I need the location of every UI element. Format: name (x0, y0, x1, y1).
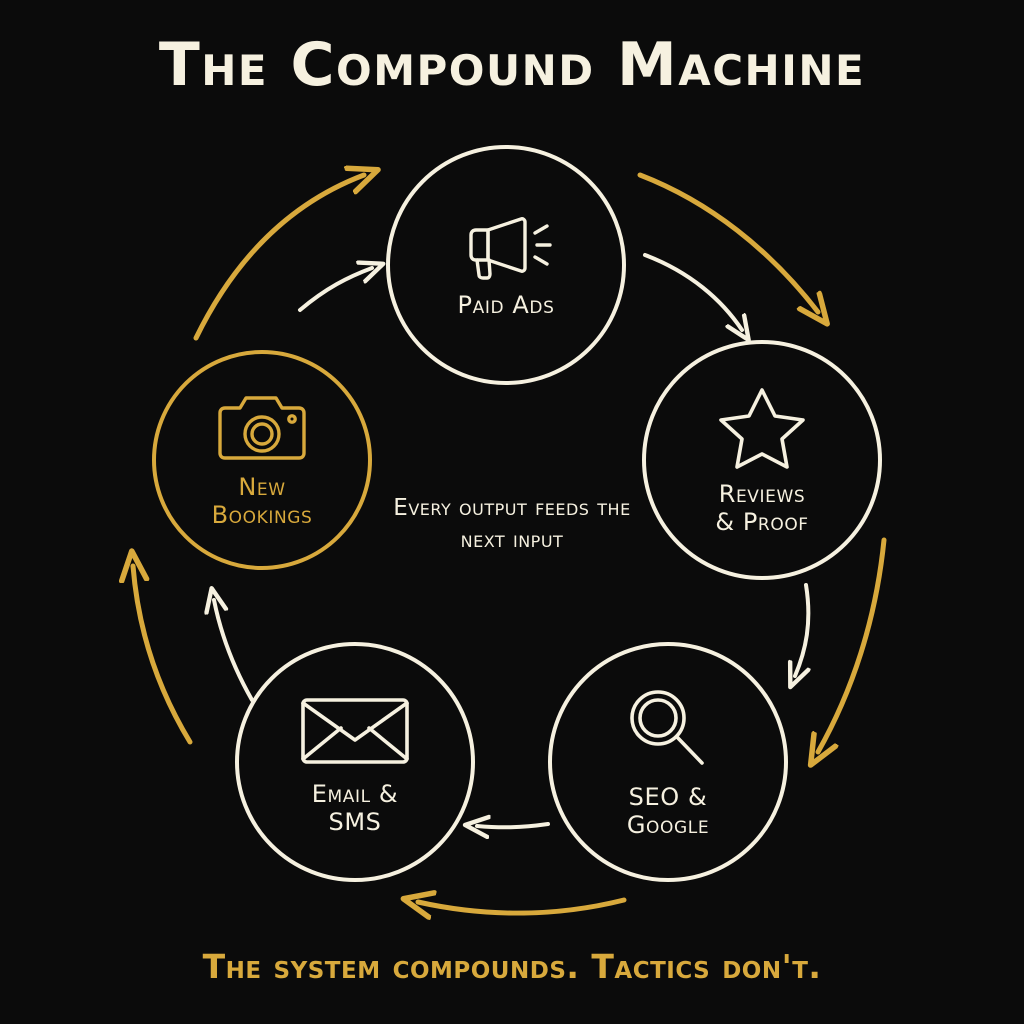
node-label-seo-google: SEO & Google (626, 783, 710, 839)
center-note: Every output feeds the next input (393, 495, 631, 553)
arrow-outer-right-top (637, 172, 818, 312)
arrow-outer-left (133, 566, 193, 745)
arrow-email-to-bookings (214, 600, 254, 702)
page-title: The Compound Machine (158, 30, 866, 100)
arrow-outer-right-bottom (818, 537, 887, 752)
megaphone-icon (451, 211, 561, 287)
magnifier-icon (620, 685, 716, 779)
node-reviews-proof[interactable]: Reviews & Proof (642, 340, 882, 580)
node-paid-ads[interactable]: Paid Ads (386, 145, 626, 385)
arrow-outer-bottom (418, 900, 627, 913)
arrow-bookings-to-paid (298, 268, 372, 312)
envelope-icon (295, 688, 415, 776)
star-icon (716, 384, 808, 476)
footer-tagline: The system compounds. Tactics don't. (202, 947, 822, 986)
node-email-sms[interactable]: Email & SMS (235, 642, 475, 882)
node-seo-google[interactable]: SEO & Google (548, 642, 788, 882)
node-new-bookings[interactable]: New Bookings (152, 350, 372, 570)
arrow-seo-to-email (477, 824, 550, 827)
arrow-reviews-to-seo (795, 583, 808, 676)
node-label-paid-ads: Paid Ads (457, 291, 555, 319)
arrow-outer-top-left (193, 175, 364, 341)
node-label-reviews-proof: Reviews & Proof (715, 480, 809, 536)
node-label-new-bookings: New Bookings (211, 473, 313, 529)
node-label-email-sms: Email & SMS (311, 780, 399, 836)
camera-icon (212, 391, 312, 469)
arrow-paid-to-reviews (643, 253, 742, 330)
